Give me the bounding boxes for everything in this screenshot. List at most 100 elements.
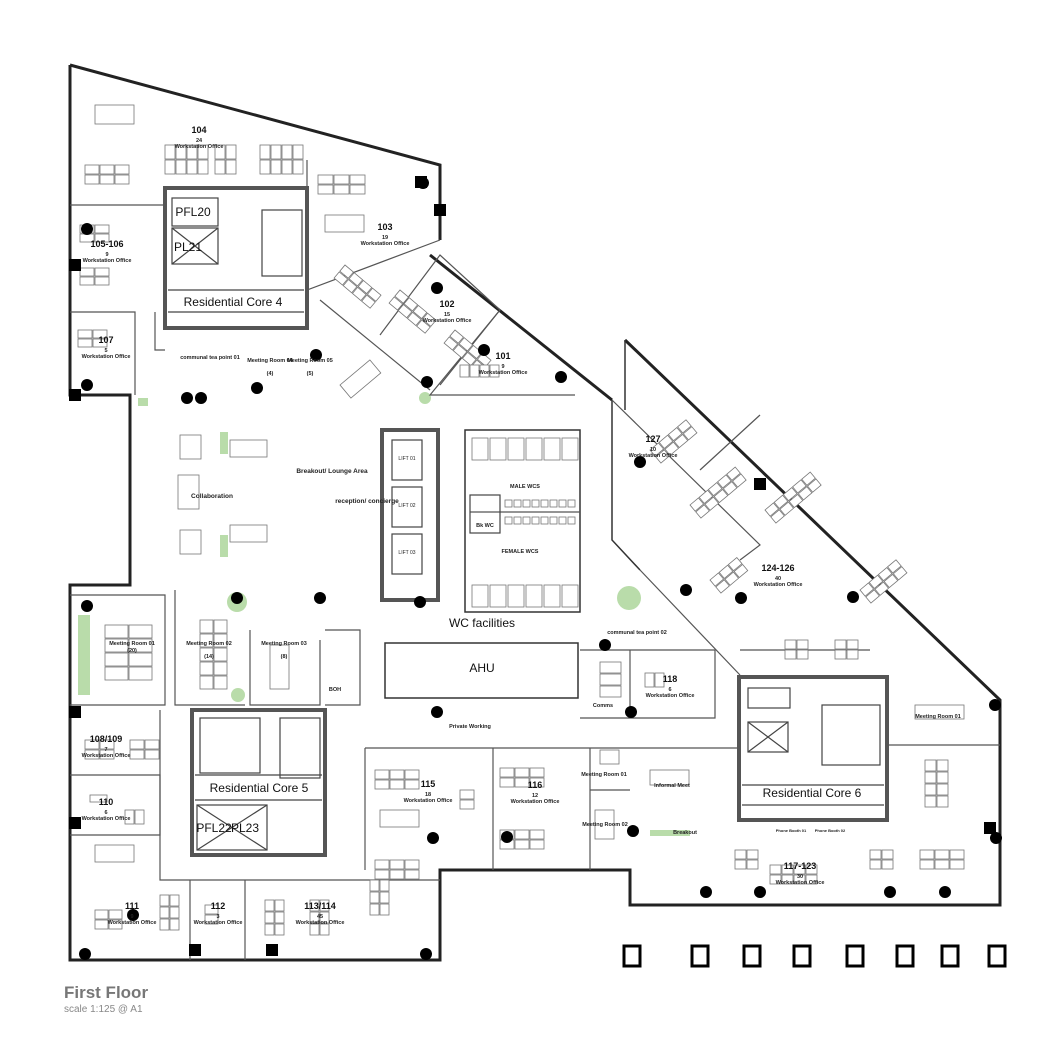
desk [726,466,741,481]
column [754,886,766,898]
desk [404,769,420,780]
desk [379,809,420,828]
desk-cluster [94,844,135,863]
desk [179,434,202,460]
desk [936,795,949,808]
desk [529,777,545,788]
desk-cluster [784,639,809,660]
desk [459,364,470,378]
column [81,223,93,235]
desk [379,891,390,904]
desk [144,749,160,760]
desk-cluster [229,524,268,543]
residential-core-5: Residential Core 5 PFL22 PL23 [190,708,327,857]
svg-text:10: 10 [650,447,656,453]
core-4-label: Residential Core 4 [184,295,283,309]
desk [99,739,115,750]
desk [309,923,320,936]
column [251,382,263,394]
desk [599,673,622,686]
desk [144,739,160,750]
desk [94,233,110,243]
desk [846,639,859,650]
svg-text:108/109: 108/109 [90,734,123,744]
desk [594,809,615,840]
desk [421,312,437,327]
desk [351,286,367,302]
desk [934,849,950,860]
desk-cluster [94,104,135,125]
desk [936,783,949,796]
column [421,376,433,388]
svg-text:113/114: 113/114 [304,901,336,911]
female-wcs-label: FEMALE WCS [502,549,539,555]
desk [883,573,899,589]
desk [834,639,847,650]
desk [403,297,419,312]
desk [186,159,198,175]
desk [128,638,153,653]
desk-cluster [834,639,859,660]
desk [361,294,376,309]
desk [379,879,390,892]
ahu-room [384,642,579,699]
svg-text:40: 40 [775,576,781,582]
desk [846,649,859,660]
desk-cluster [159,894,180,931]
pfl20-label: PFL20 [175,205,211,219]
wc-cubicle [561,584,579,608]
desk-cluster [264,899,285,936]
desk [104,638,129,653]
wc-cubicle [507,584,525,608]
desk [199,647,214,662]
desk [489,364,500,378]
wc-cubicle [471,584,489,608]
phone-booth-01-label: Phone Booth 01 [776,828,807,833]
wash-basin [540,499,549,508]
desk [99,164,115,175]
desk-cluster [84,739,115,760]
wc-block: MALE WCS FEMALE WCS Bk WC [464,429,581,613]
desk-cluster [689,466,747,519]
desk [94,276,110,286]
lift-lobby: LIFT 01 LIFT 02 LIFT 03 [380,428,440,602]
svg-text:9: 9 [501,364,504,370]
facade-column [266,944,278,956]
desk-cluster [379,809,420,828]
desk [461,351,477,367]
desk-cluster [199,619,228,690]
desk-cluster [594,809,615,840]
desk [292,159,304,175]
desk [333,184,350,195]
svg-text:3: 3 [216,914,219,920]
desk [404,779,420,790]
desk [197,144,209,160]
wash-basin [567,499,576,508]
desk [319,923,330,936]
desk [264,923,275,936]
wash-basin [504,499,513,508]
column [501,831,513,843]
svg-text:107: 107 [98,335,113,345]
svg-text:Workstation Office: Workstation Office [646,693,695,699]
private-working-label: Private Working [449,724,491,730]
svg-text:24: 24 [196,138,203,144]
meeting-room-east-label: Meeting Room 01 [915,714,961,720]
desk [99,749,115,760]
desk [179,529,202,555]
pl23-label: PL23 [231,821,259,835]
svg-text:Meeting Room 04: Meeting Room 04 [247,358,293,364]
desk [770,509,785,524]
desk-cluster [644,672,665,688]
desk [936,771,949,784]
desk [169,906,180,919]
svg-text:Workstation Office: Workstation Office [361,241,410,247]
svg-text:117-123: 117-123 [784,861,817,871]
column [431,282,443,294]
svg-text:(8): (8) [281,654,288,660]
desk-cluster [919,849,965,870]
desk-cluster [269,644,290,690]
desk [949,859,965,870]
